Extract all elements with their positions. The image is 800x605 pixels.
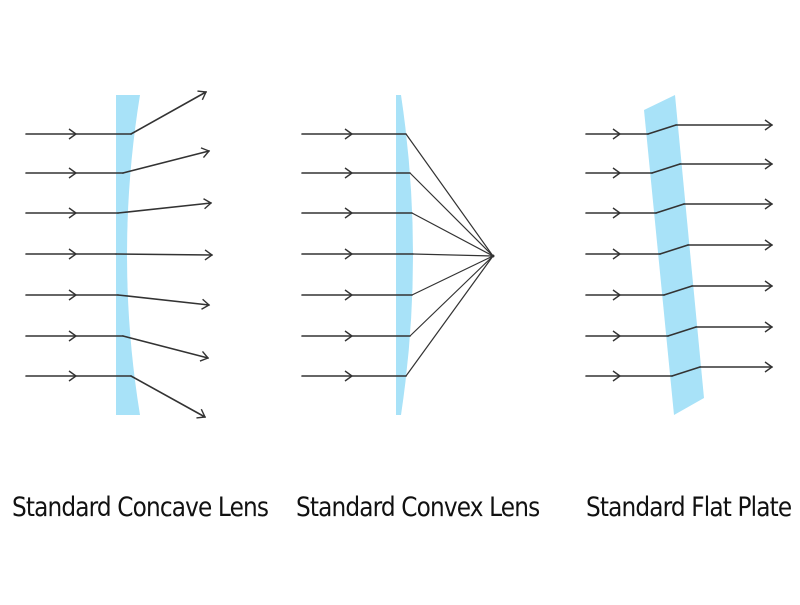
ray-arrow-icon	[612, 128, 622, 140]
ray-arrow-icon	[200, 147, 211, 159]
focal-point	[491, 254, 495, 258]
ray-arrow-icon	[344, 370, 354, 382]
ray-arrow-icon	[764, 321, 774, 333]
ray-arrow-icon	[612, 370, 622, 382]
internal-ray	[655, 203, 685, 214]
internal-ray	[667, 326, 697, 337]
internal-ray	[663, 285, 693, 296]
refracted-ray	[405, 133, 494, 257]
ray-arrow-icon	[68, 330, 78, 342]
ray-arrow-icon	[612, 330, 622, 342]
refracted-ray	[122, 335, 209, 359]
ray-arrow-icon	[201, 298, 211, 310]
ray-arrow-icon	[612, 207, 622, 219]
refracted-ray	[130, 91, 207, 135]
ray-arrow-icon	[344, 207, 354, 219]
flat-plate-shape	[644, 95, 704, 415]
refracted-ray	[411, 212, 494, 257]
concave-lens-panel	[25, 90, 214, 419]
ray-arrow-icon	[764, 198, 774, 210]
ray-arrow-icon	[344, 330, 354, 342]
ray-arrow-icon	[68, 167, 78, 179]
refracted-ray	[405, 255, 494, 377]
ray-arrow-icon	[612, 248, 622, 260]
ray-arrow-icon	[344, 167, 354, 179]
ray-arrow-icon	[612, 167, 622, 179]
refracted-ray	[117, 294, 210, 306]
convex-lens-caption: Standard Convex Lens	[296, 492, 540, 523]
refracted-ray	[409, 255, 494, 337]
ray-arrow-icon	[764, 361, 774, 373]
ray-arrow-icon	[344, 128, 354, 140]
ray-arrow-icon	[764, 280, 774, 292]
ray-arrow-icon	[764, 119, 774, 131]
ray-arrow-icon	[68, 207, 78, 219]
ray-arrow-icon	[68, 289, 78, 301]
ray-arrow-icon	[764, 239, 774, 251]
internal-ray	[647, 124, 677, 135]
refracted-ray	[412, 253, 494, 257]
refracted-ray	[409, 172, 494, 257]
concave-lens-caption: Standard Concave Lens	[12, 492, 269, 523]
refracted-ray	[115, 253, 213, 256]
internal-ray	[651, 163, 681, 174]
ray-arrow-icon	[203, 198, 213, 210]
convex-lens-shape	[396, 95, 413, 415]
ray-arrow-icon	[612, 289, 622, 301]
ray-arrow-icon	[199, 350, 210, 362]
flat-plate-panel	[585, 95, 774, 415]
ray-arrow-icon	[344, 248, 354, 260]
internal-ray	[659, 244, 689, 255]
ray-arrow-icon	[204, 249, 214, 261]
ray-arrow-icon	[197, 90, 208, 101]
refracted-ray	[122, 150, 210, 174]
refracted-ray	[130, 375, 206, 418]
flat-plate-caption: Standard Flat Plate	[586, 492, 792, 523]
ray-arrow-icon	[344, 289, 354, 301]
ray-arrow-icon	[764, 158, 774, 170]
convex-lens-panel	[301, 95, 495, 415]
refracted-ray	[117, 202, 212, 214]
ray-arrow-icon	[68, 128, 78, 140]
ray-arrow-icon	[196, 408, 207, 419]
concave-lens-shape	[116, 95, 140, 415]
internal-ray	[671, 366, 701, 377]
ray-arrow-icon	[68, 370, 78, 382]
refracted-ray	[411, 255, 494, 296]
ray-arrow-icon	[68, 248, 78, 260]
